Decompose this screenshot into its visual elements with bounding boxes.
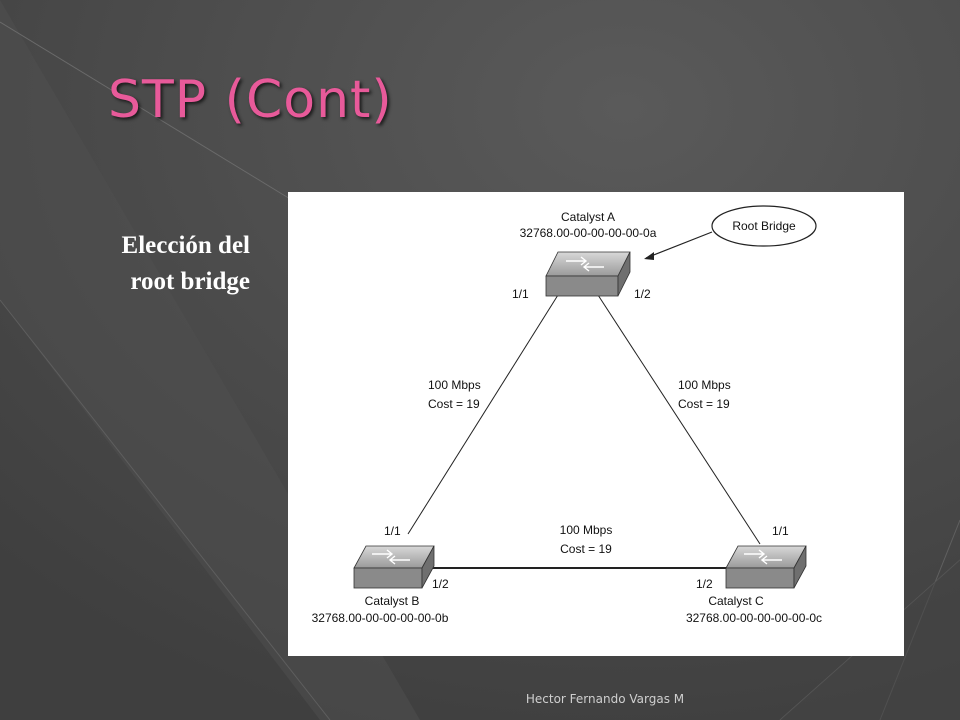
switch-c-port-top: 1/1 — [772, 524, 789, 538]
link-ab-cost: Cost = 19 — [428, 397, 480, 411]
slide-subtitle: Elección del root bridge — [60, 228, 250, 300]
switch-a-port-left: 1/1 — [512, 287, 529, 301]
arrowhead-icon — [644, 252, 654, 260]
switch-c-name: Catalyst C — [708, 594, 764, 608]
stp-diagram: Root Bridge Catalyst A 32768.00-00-00-00… — [288, 192, 904, 656]
switch-a-name: Catalyst A — [561, 210, 615, 224]
switch-b-port-right: 1/2 — [432, 577, 449, 591]
slide-footer: Hector Fernando Vargas M — [525, 692, 685, 706]
switch-icon — [353, 545, 435, 589]
root-bridge-callout — [711, 205, 817, 247]
switch-a-port-right: 1/2 — [634, 287, 651, 301]
root-bridge-label: Root Bridge — [732, 219, 796, 233]
link-ac-cost: Cost = 19 — [678, 397, 730, 411]
link-bc-cost: Cost = 19 — [560, 542, 612, 556]
switch-icon — [725, 545, 807, 589]
switch-b-port-top: 1/1 — [384, 524, 401, 538]
link-a-b — [407, 294, 559, 535]
link-bc-speed: 100 Mbps — [560, 523, 613, 537]
switch-b-name: Catalyst B — [365, 594, 420, 608]
link-ab-speed: 100 Mbps — [428, 378, 481, 392]
switch-a-id: 32768.00-00-00-00-00-0a — [520, 226, 657, 240]
switch-b-id: 32768.00-00-00-00-00-0b — [312, 611, 449, 625]
subtitle-line-2: root bridge — [130, 268, 250, 295]
subtitle-line-1: Elección del — [121, 232, 250, 259]
switch-c-port-left: 1/2 — [696, 577, 713, 591]
slide-title: STP (Cont) — [108, 70, 393, 130]
link-a-c — [597, 294, 761, 545]
callout-arrow — [645, 231, 713, 259]
switch-icon — [545, 251, 631, 297]
link-ac-speed: 100 Mbps — [678, 378, 731, 392]
switch-c-id: 32768.00-00-00-00-00-0c — [686, 611, 822, 625]
